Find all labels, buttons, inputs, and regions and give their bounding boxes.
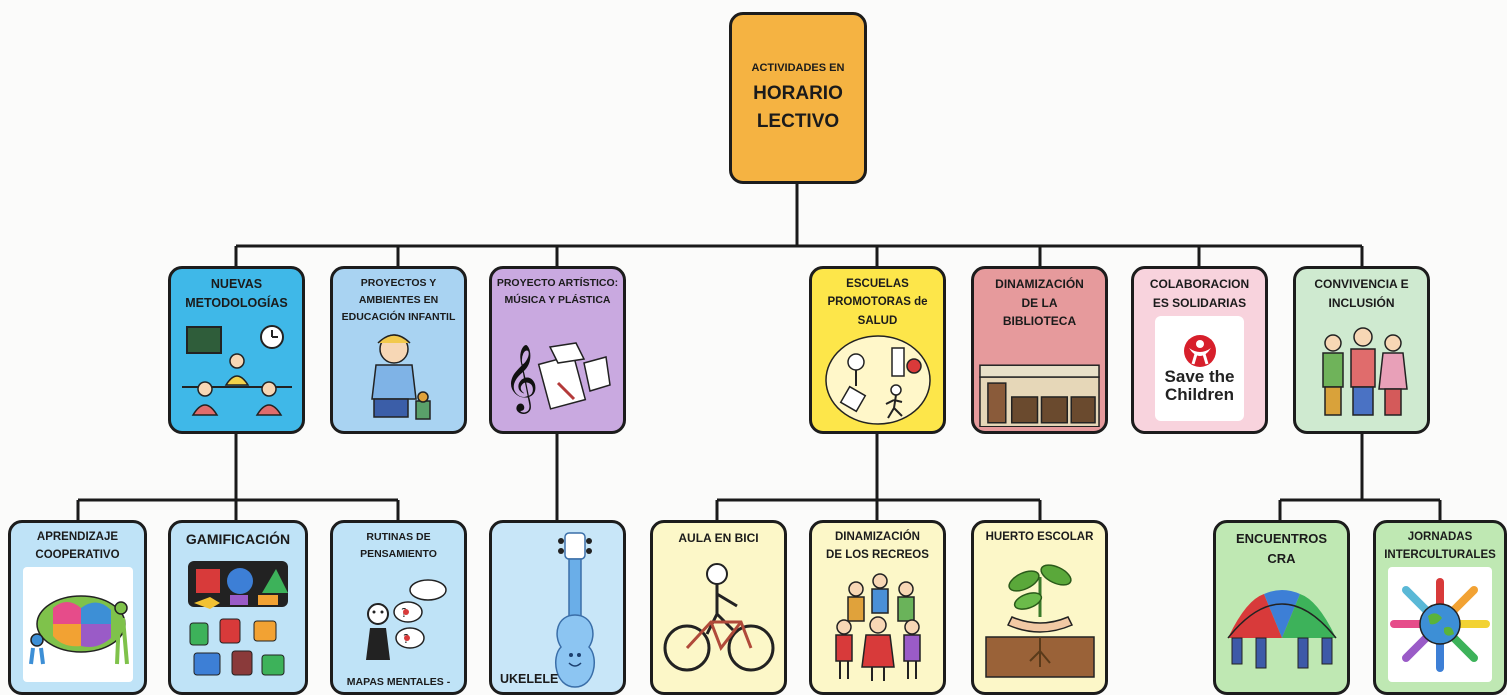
rutinas-footer: MAPAS MENTALES - <box>346 676 451 688</box>
node-label: DINAMIZACIÓN DE LA BIBLIOTECA <box>995 277 1084 329</box>
svg-text:𝄞: 𝄞 <box>504 343 538 414</box>
node-huerto-escolar: HUERTO ESCOLAR <box>971 520 1108 695</box>
node-rutinas-pensamiento: RUTINAS DE PENSAMIENTO ? ? MAPAS MENTALE… <box>330 520 467 695</box>
node-label: UKELELE <box>500 672 559 686</box>
node-label: CONVIVENCIA E INCLUSIÓN <box>1314 277 1409 310</box>
health-icon <box>824 335 931 425</box>
node-dinamizacion-recreos: DINAMIZACIÓN DE LOS RECREOS <box>809 520 946 695</box>
node-label: GAMIFICACIÓN <box>185 531 291 547</box>
node-label: DINAMIZACIÓN DE LOS RECREOS <box>826 531 929 561</box>
node-label: PROYECTOS Y AMBIENTES EN EDUCACIÓN INFAN… <box>341 277 456 323</box>
node-aprendizaje-cooperativo: APRENDIZAJE COOPERATIVO <box>8 520 147 695</box>
node-escuelas-salud: ESCUELAS PROMOTORAS de SALUD <box>809 266 946 434</box>
node-ukelele: UKELELE <box>489 520 626 695</box>
node-proyecto-artistico: PROYECTO ARTÍSTICO: MÚSICA Y PLÁSTICA 𝄞 <box>489 266 626 434</box>
ukulele-icon <box>554 532 596 688</box>
bicycle-icon <box>663 562 774 672</box>
node-label: RUTINAS DE PENSAMIENTO <box>360 531 437 560</box>
people-group-icon <box>1321 326 1408 416</box>
node-jornadas-interculturales: JORNADAS INTERCULTURALES <box>1373 520 1507 695</box>
node-encuentros-cra: ENCUENTROS CRA <box>1213 520 1350 695</box>
node-label: NUEVAS METODOLOGÍAS <box>185 277 288 311</box>
game-pieces-icon <box>188 561 288 676</box>
node-label: COLABORACION ES SOLIDARIAS <box>1149 277 1250 310</box>
node-label: JORNADAS INTERCULTURALES <box>1384 531 1496 561</box>
node-label: HUERTO ESCOLAR <box>985 531 1094 543</box>
parachute-icon <box>1226 589 1337 669</box>
root-node: ACTIVIDADES EN HORARIO LECTIVO <box>729 12 867 184</box>
node-label: PROYECTO ARTÍSTICO: MÚSICA Y PLÁSTICA <box>496 277 619 306</box>
library-icon <box>979 364 1100 427</box>
root-line3: LECTIVO <box>756 111 840 132</box>
node-label: ESCUELAS PROMOTORAS de SALUD <box>827 278 928 327</box>
globe-hands-icon <box>1390 578 1490 673</box>
thinking-person-icon: ? ? <box>365 579 447 661</box>
node-label: AULA EN BICI <box>678 531 759 545</box>
node-label: APRENDIZAJE COOPERATIVO <box>35 531 120 561</box>
save-the-children-logo <box>1183 334 1216 367</box>
children-circle-icon <box>834 573 921 682</box>
root-line2: HORARIO <box>753 83 843 105</box>
child-playing-icon <box>370 334 431 421</box>
node-colaboraciones-solidarias: COLABORACION ES SOLIDARIAS Save the Chil… <box>1131 266 1268 434</box>
save-the-children-text: Save the Children <box>1164 366 1235 404</box>
node-aula-en-bici: AULA EN BICI <box>650 520 787 695</box>
node-gamificacion: GAMIFICACIÓN <box>168 520 308 695</box>
node-convivencia-inclusion: CONVIVENCIA E INCLUSIÓN <box>1293 266 1430 434</box>
music-art-icon: 𝄞 <box>504 341 611 414</box>
plant-icon <box>984 564 1095 679</box>
root-line1: ACTIVIDADES EN <box>751 62 845 75</box>
node-label: ENCUENTROS CRA <box>1235 531 1327 567</box>
node-nuevas-metodologias: NUEVAS METODOLOGÍAS <box>168 266 305 434</box>
classroom-icon <box>181 324 292 416</box>
node-biblioteca: DINAMIZACIÓN DE LA BIBLIOTECA <box>971 266 1108 434</box>
puzzle-icon <box>28 595 129 665</box>
node-proyectos-infantil: PROYECTOS Y AMBIENTES EN EDUCACIÓN INFAN… <box>330 266 467 434</box>
